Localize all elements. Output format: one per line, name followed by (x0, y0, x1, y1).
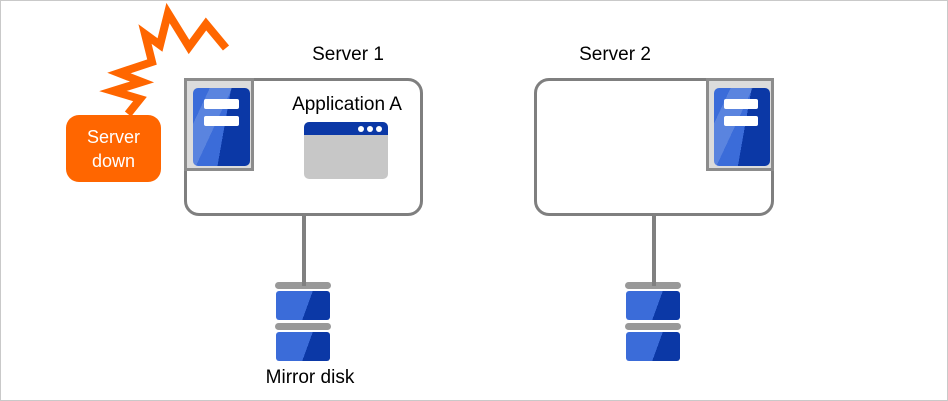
tower-slot-bar (724, 116, 758, 126)
status-badge-server-down: Server down (66, 115, 161, 182)
mirror-disk-label: Mirror disk (265, 367, 355, 388)
mirror-disk-icon (275, 282, 331, 362)
app-window-icon (304, 122, 388, 179)
server-tower-icon (714, 88, 770, 166)
tower-slot-bar (204, 99, 239, 109)
disk-platter (276, 332, 330, 361)
server1-icon-panel (184, 78, 254, 171)
window-dot-icon (376, 125, 382, 132)
disk-platter (276, 291, 330, 320)
app-window-titlebar (304, 122, 388, 135)
badge-line2: down (91, 150, 136, 171)
server1-label: Server 1 (312, 44, 384, 65)
disk-cap-bar (625, 323, 681, 330)
tower-slot-bar (204, 116, 239, 126)
server2-disk-connector (652, 214, 656, 286)
server1-disk-connector (302, 214, 306, 286)
mirror-disk-icon (625, 282, 681, 362)
application-a-label: Application A (292, 94, 402, 115)
server2-label: Server 2 (579, 44, 651, 65)
badge-line1: Server (86, 126, 140, 147)
tower-slot-bar (724, 99, 758, 109)
disk-cap-bar (275, 323, 331, 330)
server-tower-icon (193, 88, 250, 166)
window-dot-icon (367, 125, 373, 132)
disk-platter (626, 291, 680, 320)
window-dot-icon (358, 125, 364, 132)
disk-platter (626, 332, 680, 361)
server2-icon-panel (706, 78, 774, 171)
